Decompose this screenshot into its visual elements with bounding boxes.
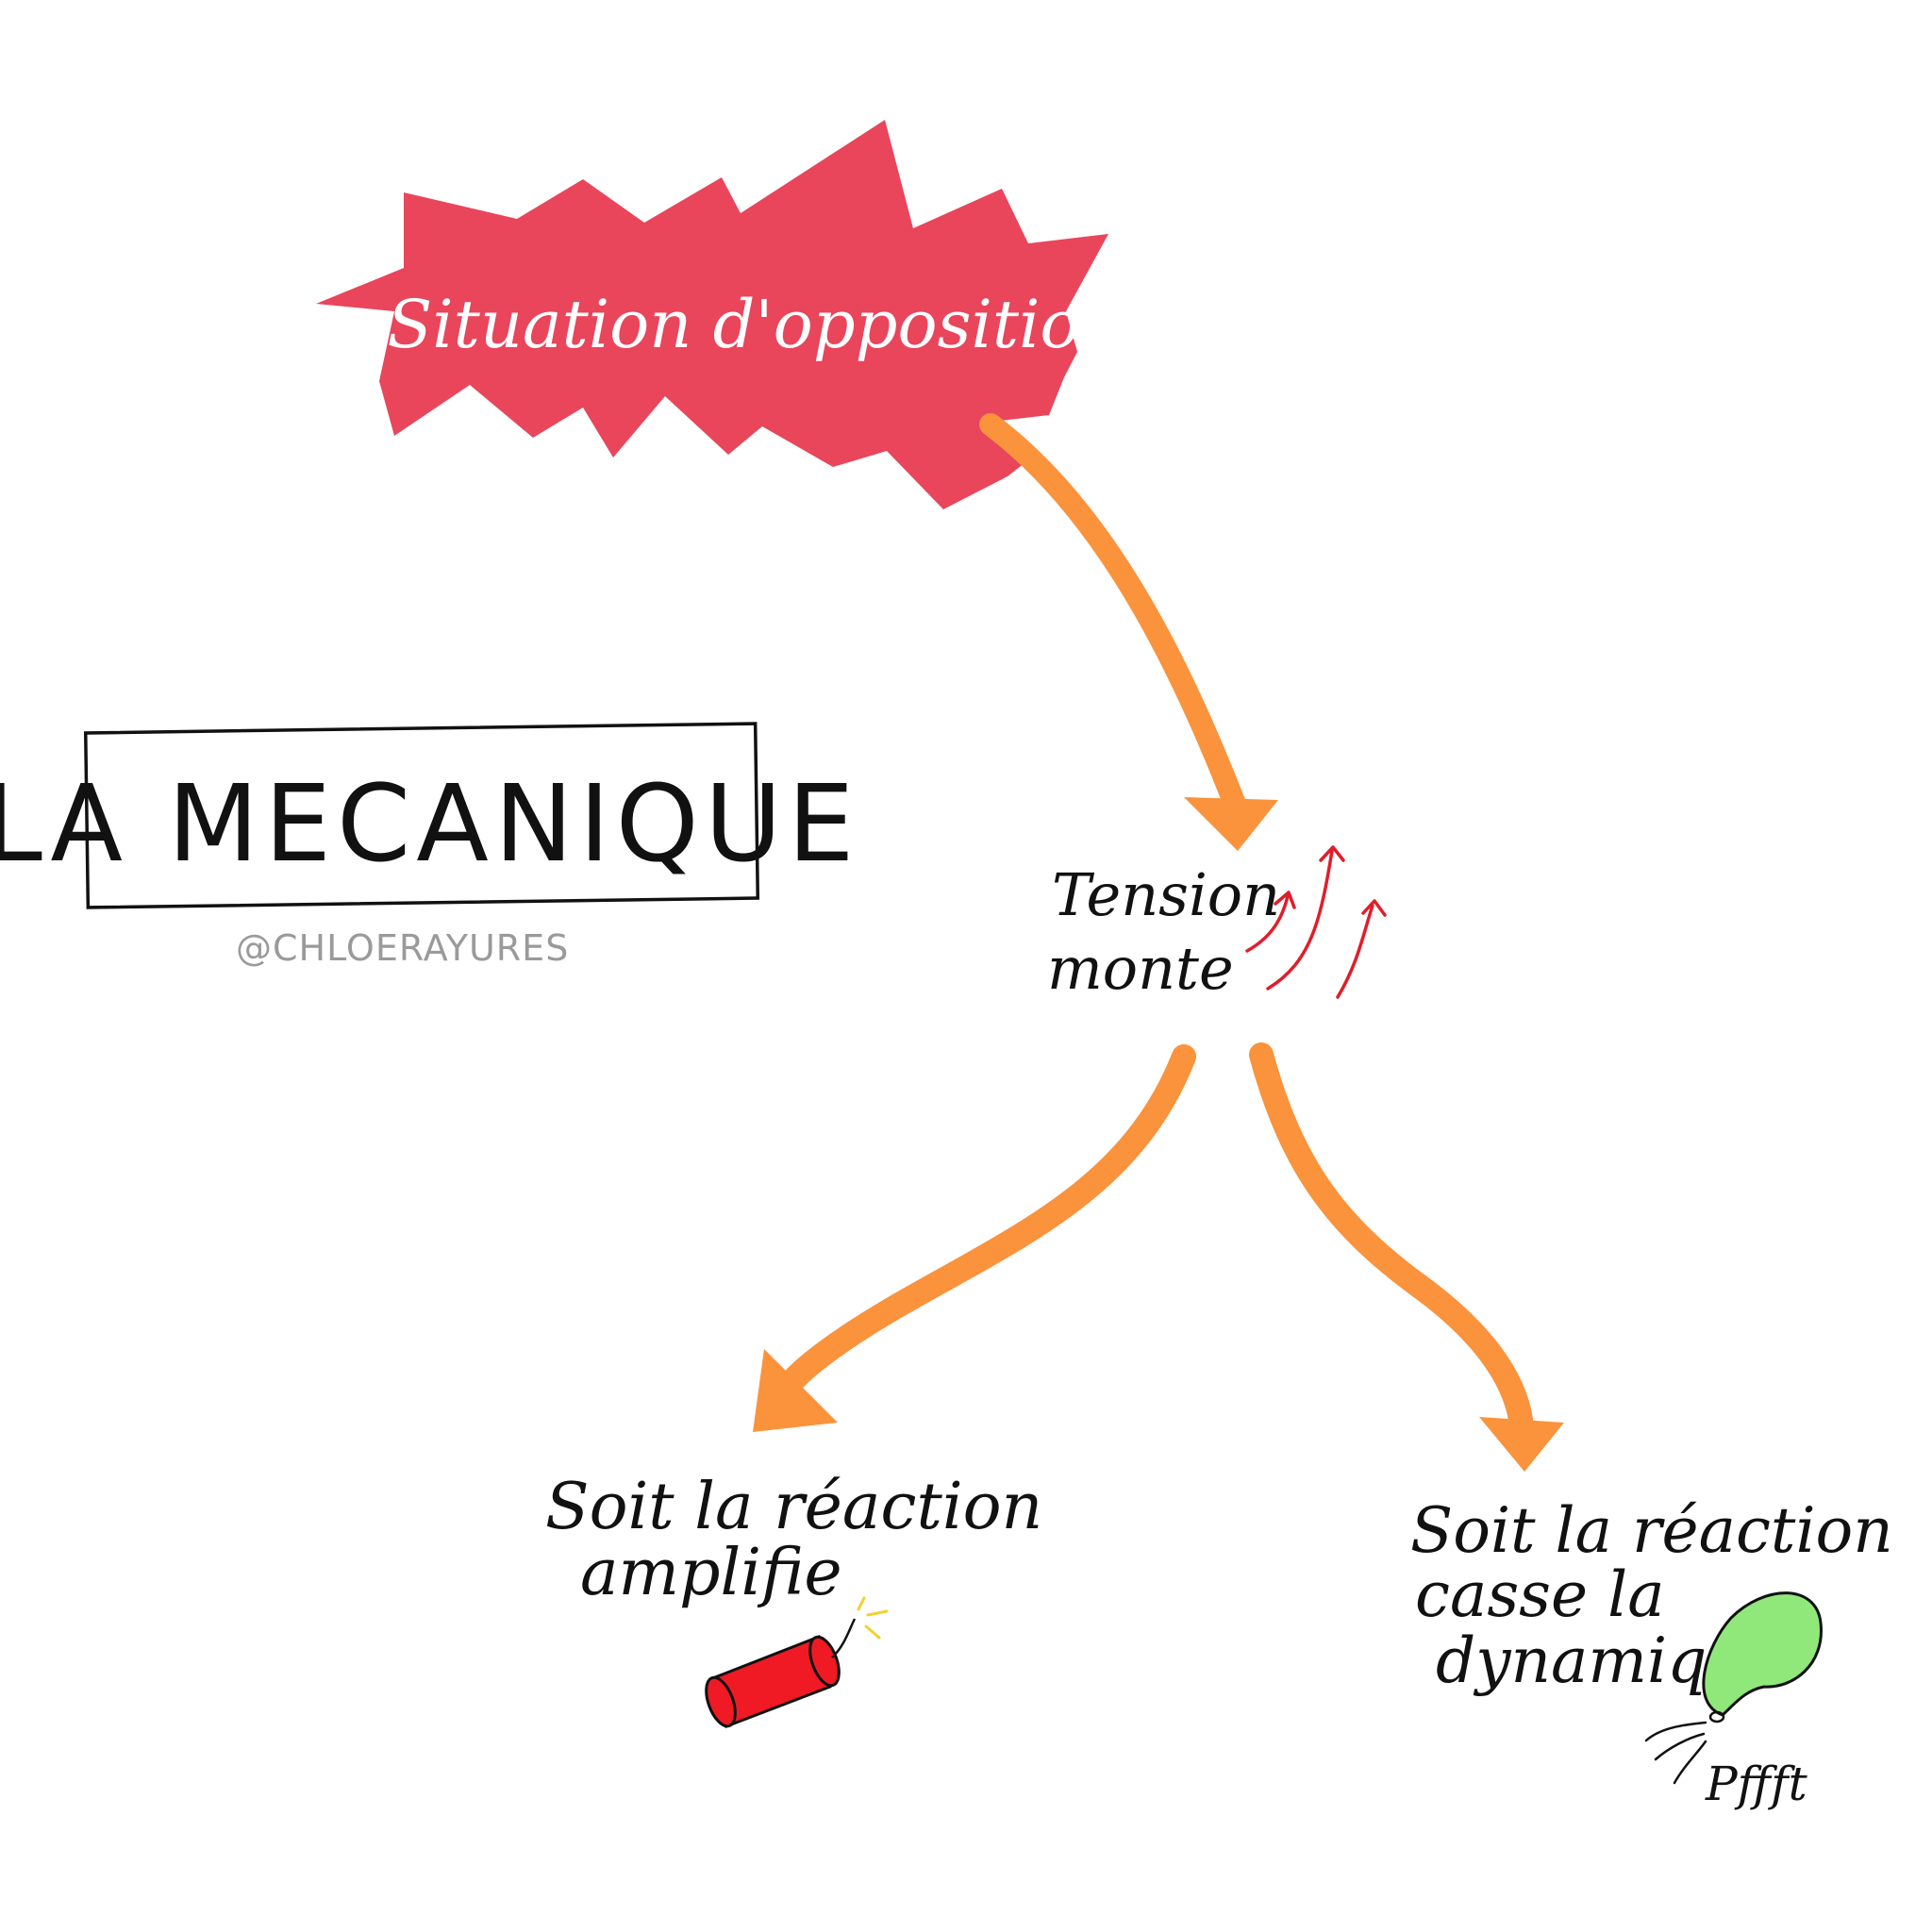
credit-handle: @CHLOERAYURES — [236, 927, 569, 969]
amplify-label-line2: amplifie — [580, 1536, 842, 1610]
arrow-head-tension — [1184, 797, 1278, 851]
explosion-burst-icon — [316, 120, 1108, 509]
page-title: LA MECANIQUE — [0, 763, 860, 886]
opposition-label: Situation d'opposition — [387, 286, 1122, 363]
amplify-label-line1: Soit la réaction — [545, 1470, 1042, 1544]
arrow-head-break — [1479, 1417, 1564, 1472]
arrow-tension-to-break — [1249, 1042, 1533, 1432]
balloon-sound-text: Pffft — [1705, 1757, 1808, 1811]
dynamite-icon — [705, 1596, 889, 1729]
arrow-tension-to-amplify — [775, 1044, 1196, 1399]
arrow-opposition-to-tension — [979, 413, 1247, 818]
tension-label-line1: Tension — [1052, 860, 1280, 929]
deflating-balloon-icon — [1644, 1591, 1823, 1785]
arrow-head-amplify — [753, 1349, 838, 1432]
title-box — [83, 722, 760, 909]
rising-arrows-icon — [1245, 845, 1387, 999]
break-label-line1: Soit la réaction — [1410, 1494, 1893, 1567]
tension-label-line2: monte — [1047, 934, 1234, 1003]
break-label-line2: casse la — [1415, 1558, 1665, 1631]
